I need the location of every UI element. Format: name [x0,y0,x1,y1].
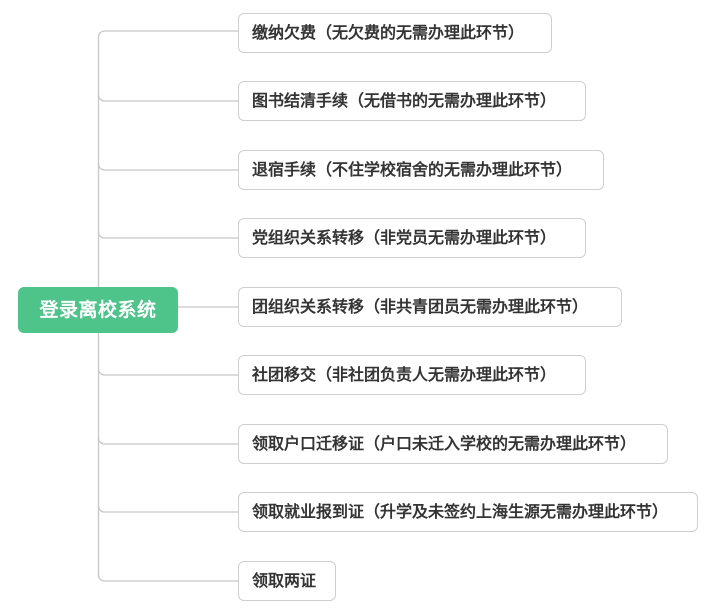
child-node-3[interactable]: 退宿手续（不住学校宿舍的无需办理此环节） [238,150,604,190]
child-node-7[interactable]: 领取户口迁移证（户口未迁入学校的无需办理此环节） [238,424,668,464]
child-node-label: 党组织关系转移（非党员无需办理此环节） [252,228,557,247]
child-node-label: 团组织关系转移（非共青团员无需办理此环节） [252,297,589,316]
child-node-2[interactable]: 图书结清手续（无借书的无需办理此环节） [238,81,586,121]
branch-line-6 [97,368,239,376]
child-node-1[interactable]: 缴纳欠费（无欠费的无需办理此环节） [238,13,552,53]
child-node-label: 退宿手续（不住学校宿舍的无需办理此环节） [252,160,573,179]
branch-line-3 [97,163,239,171]
child-node-label: 领取两证 [252,571,317,590]
child-node-label: 领取就业报到证（升学及未签约上海生源无需办理此环节） [252,502,669,521]
child-node-6[interactable]: 社团移交（非社团负责人无需办理此环节） [238,355,586,395]
branch-line-9 [97,574,239,582]
child-node-9[interactable]: 领取两证 [238,561,336,601]
branch-line-7 [97,437,239,445]
branch-line-8 [97,505,239,513]
child-node-4[interactable]: 党组织关系转移（非党员无需办理此环节） [238,218,586,258]
branch-line-2 [97,94,239,102]
child-node-label: 社团移交（非社团负责人无需办理此环节） [252,365,557,384]
child-node-label: 图书结清手续（无借书的无需办理此环节） [252,91,557,110]
child-node-5[interactable]: 团组织关系转移（非共青团员无需办理此环节） [238,287,622,327]
root-node-label: 登录离校系统 [39,298,157,321]
branch-line-4 [97,231,239,239]
root-node[interactable]: 登录离校系统 [18,287,178,333]
child-node-8[interactable]: 领取就业报到证（升学及未签约上海生源无需办理此环节） [238,492,698,532]
child-node-label: 领取户口迁移证（户口未迁入学校的无需办理此环节） [252,434,637,453]
child-node-label: 缴纳欠费（无欠费的无需办理此环节） [252,23,525,42]
branch-line-1 [97,30,239,38]
